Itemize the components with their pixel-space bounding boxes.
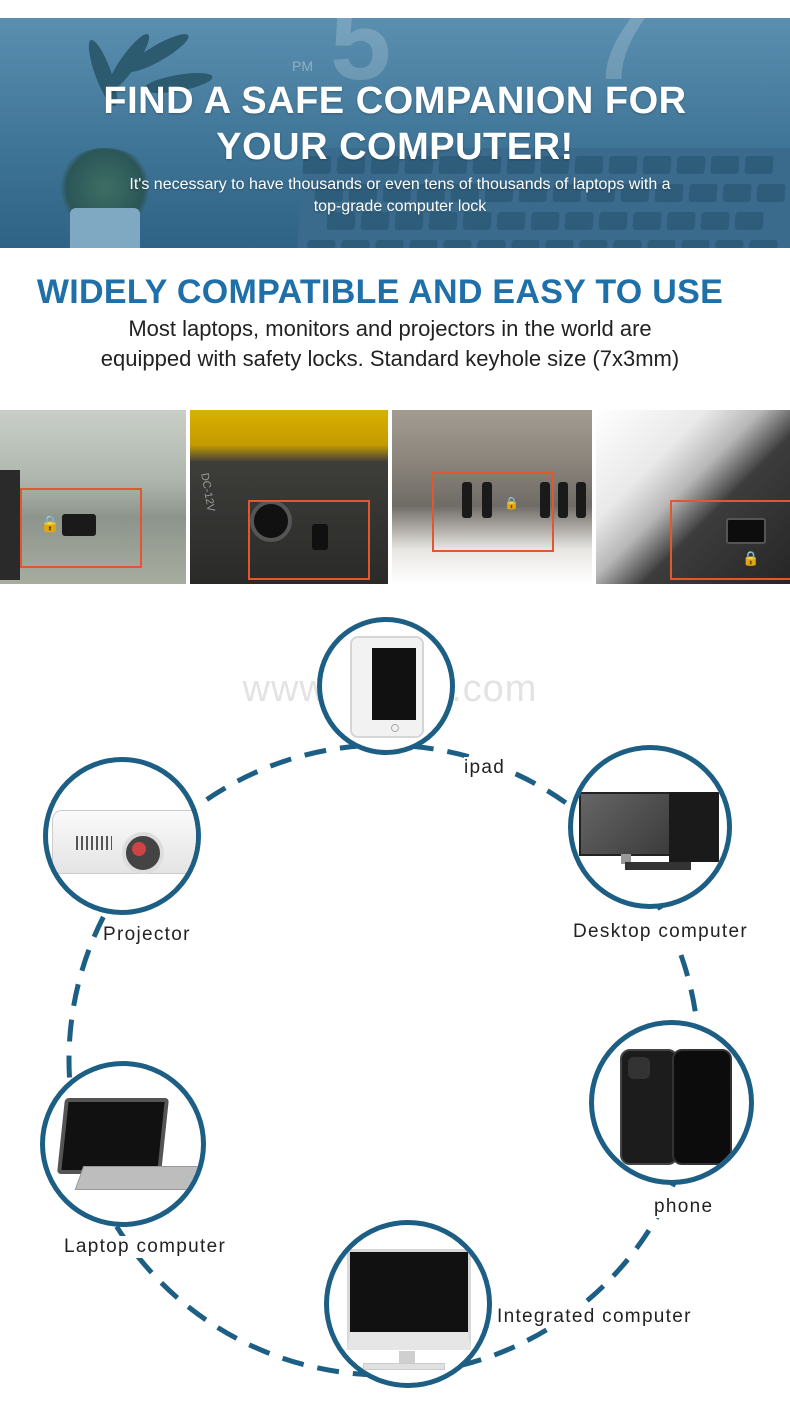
dc-port-label: DC-12V [198, 472, 217, 513]
projector-icon [48, 762, 196, 910]
plant-pot-image [70, 208, 140, 248]
laptop-computer-label: Laptop computer [64, 1236, 227, 1258]
integrated-computer-label: Integrated computer [497, 1306, 692, 1328]
ipad-label: ipad [464, 757, 506, 779]
projector-label: Projector [103, 924, 191, 946]
keyhole-photo-laptop-side: 🔒 [0, 410, 186, 584]
keyhole-highlight-box [670, 500, 790, 580]
keyboard-key-label: PM [292, 58, 313, 74]
keyhole-highlight-box [20, 488, 142, 568]
hero-title: FIND A SAFE COMPANION FOR YOUR COMPUTER! [103, 80, 687, 168]
laptop-icon [45, 1066, 201, 1222]
phone-icon [594, 1025, 749, 1180]
keyhole-photo-monitor: 🔒 [596, 410, 790, 584]
section-description: Most laptops, monitors and projectors in… [100, 316, 680, 371]
keyhole-slot [726, 518, 766, 544]
keyhole-photo-yellow-laptop: DC-12V [190, 410, 388, 584]
keyhole-slot [312, 524, 328, 550]
keyhole-highlight-box [248, 500, 370, 580]
hero-banner: 5 7 PM [0, 18, 790, 248]
projector-node [43, 757, 201, 915]
ipad-icon [350, 636, 424, 738]
laptop-node [40, 1061, 206, 1227]
desktop-computer-label: Desktop computer [573, 921, 748, 943]
all-in-one-computer-icon [329, 1225, 487, 1383]
phone-node [589, 1020, 754, 1185]
lock-icon: 🔒 [504, 496, 519, 510]
section-title: WIDELY COMPATIBLE AND EASY TO USE [36, 273, 724, 311]
keyhole-slot [62, 514, 96, 536]
integrated-computer-node [324, 1220, 492, 1388]
hero-subtitle: It's necessary to have thousands or even… [129, 176, 671, 215]
keyhole-photo-silver-laptop: 🔒 [392, 410, 592, 584]
phone-label: phone [654, 1196, 714, 1218]
desktop-node: T [568, 745, 732, 909]
lock-icon: 🔒 [742, 550, 760, 566]
ipad-node [317, 617, 455, 755]
desktop-computer-icon: T [573, 750, 727, 904]
keyhole-highlight-box [432, 472, 554, 552]
dc-power-port [250, 500, 292, 542]
lock-icon: 🔒 [40, 516, 60, 533]
